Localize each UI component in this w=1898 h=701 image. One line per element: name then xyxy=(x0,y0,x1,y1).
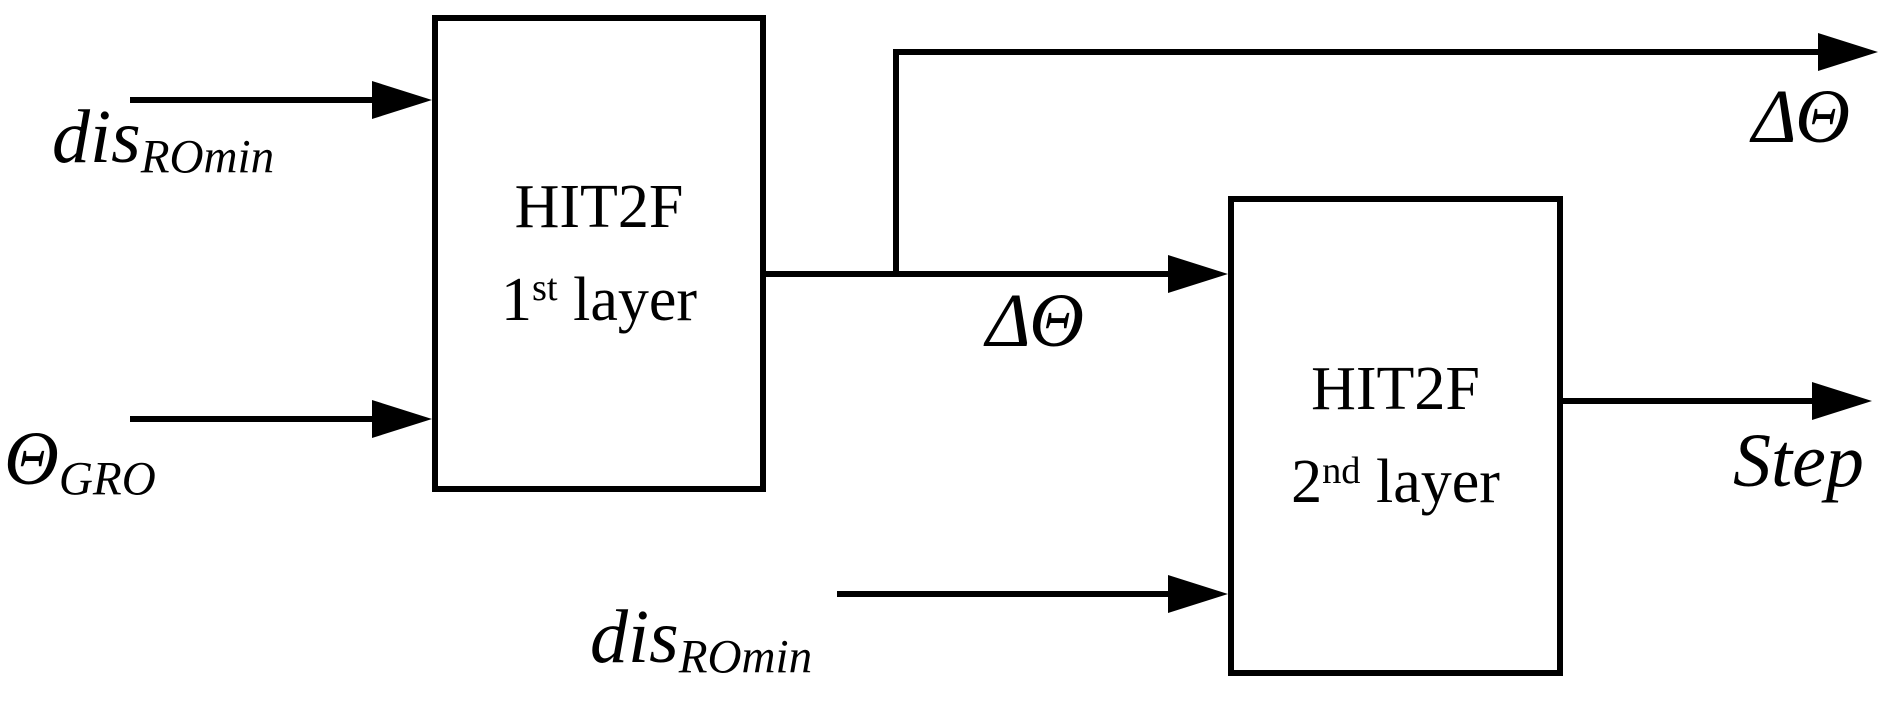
block2-title: HIT2F xyxy=(1311,355,1480,423)
arrowhead-input-disromin-1 xyxy=(372,81,432,119)
label-theta-gro-sub: GRO xyxy=(58,453,156,506)
block2-layer-word: layer xyxy=(1360,448,1500,516)
block1-layer-word: layer xyxy=(557,265,698,334)
arrowhead-step-out xyxy=(1812,382,1872,420)
block1-ordinal-suffix: st xyxy=(531,267,558,310)
block-hit2f-1st-layer: HIT2F 1st layer xyxy=(432,15,766,492)
label-theta-gro-main: Θ xyxy=(4,417,59,501)
label-disromin-input-1-sub: ROmin xyxy=(140,131,275,184)
block-hit2f-2nd-layer: HIT2F 2nd layer xyxy=(1228,196,1563,676)
label-step-output: Step xyxy=(1733,419,1864,503)
block1-ordinal: 1 xyxy=(500,265,532,334)
arrowhead-layer1-to-layer2 xyxy=(1168,255,1228,293)
block1-title: HIT2F xyxy=(514,172,684,241)
label-delta-theta-output: ΔΘ xyxy=(1752,75,1851,159)
block2-subtitle: 2nd layer xyxy=(1291,436,1500,529)
label-disromin-input-2-main: dis xyxy=(590,595,679,679)
arrowhead-input-disromin-2 xyxy=(1168,575,1228,613)
arrowhead-delta-theta-out xyxy=(1818,33,1878,71)
label-disromin-input-2-sub: ROmin xyxy=(678,631,813,684)
label-disromin-input-2: disROmin xyxy=(590,599,812,681)
block2-ordinal-suffix: nd xyxy=(1322,449,1361,492)
label-disromin-input-1: disROmin xyxy=(52,99,274,181)
arrowhead-input-theta-gro xyxy=(372,400,432,438)
block1-subtitle: 1st layer xyxy=(501,254,697,347)
label-disromin-input-1-main: dis xyxy=(52,95,141,179)
label-delta-theta-intermediate: ΔΘ xyxy=(986,279,1085,363)
block2-ordinal: 2 xyxy=(1291,448,1323,516)
label-theta-gro-input: ΘGRO xyxy=(4,421,156,503)
wire-delta-theta-branch-out xyxy=(893,49,1818,274)
